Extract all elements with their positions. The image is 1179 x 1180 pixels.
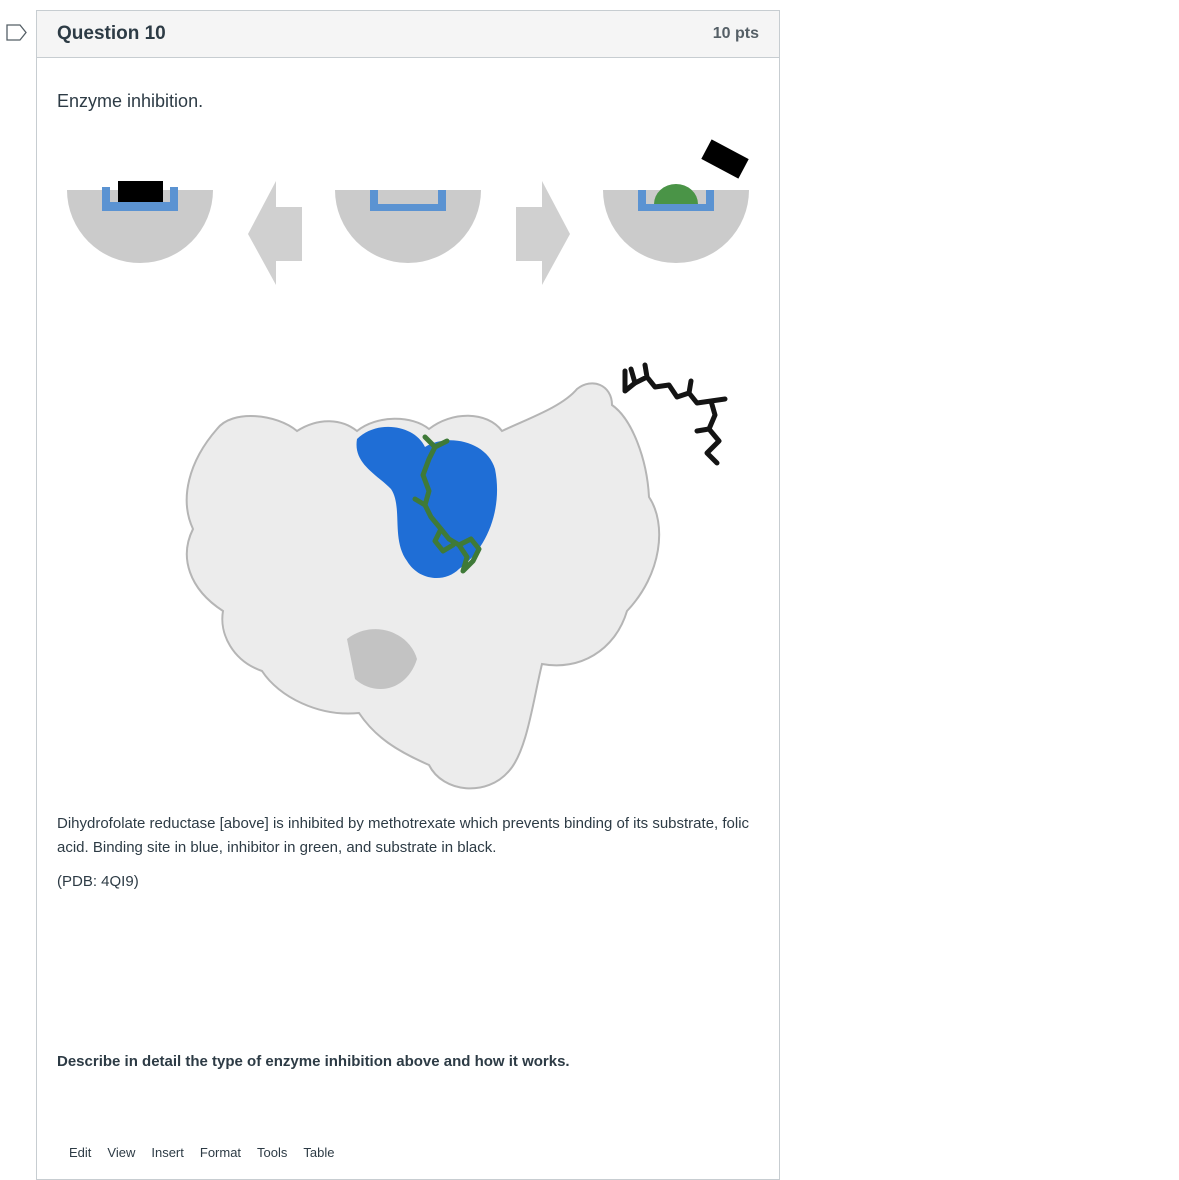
inhibition-diagram [67,139,749,285]
menu-insert[interactable]: Insert [151,1145,184,1160]
question-title: Question 10 [57,23,166,44]
enzyme-with-substrate [67,181,213,263]
pdb-reference: (PDB: 4QI9) [57,873,139,890]
menu-view[interactable]: View [107,1145,136,1160]
arrow-left-icon [248,181,302,285]
question-intro: Enzyme inhibition. [57,91,204,111]
enzyme-empty [335,190,481,263]
dhfr-protein-structure-image [185,362,728,790]
enzyme-with-inhibitor [603,139,749,263]
question-prompt: Describe in detail the type of enzyme in… [57,1053,570,1070]
flag-question-icon[interactable] [6,24,28,41]
arrow-right-icon [516,181,570,285]
question-header: Question 10 10 pts [37,11,779,58]
menu-tools[interactable]: Tools [257,1145,288,1160]
folic-acid-substrate [622,362,728,466]
menu-edit[interactable]: Edit [69,1145,92,1160]
menu-table[interactable]: Table [303,1145,335,1160]
menu-format[interactable]: Format [199,1145,242,1160]
editor-menubar: Edit View Insert Format Tools Table [69,1145,334,1160]
question-card: Question 10 10 pts Enzyme inhibition. [36,10,780,1180]
question-points: 10 pts [712,25,759,42]
methotrexate-inhibitor [412,434,482,574]
question-description: Dihydrofolate reductase [above] is inhib… [57,815,750,856]
